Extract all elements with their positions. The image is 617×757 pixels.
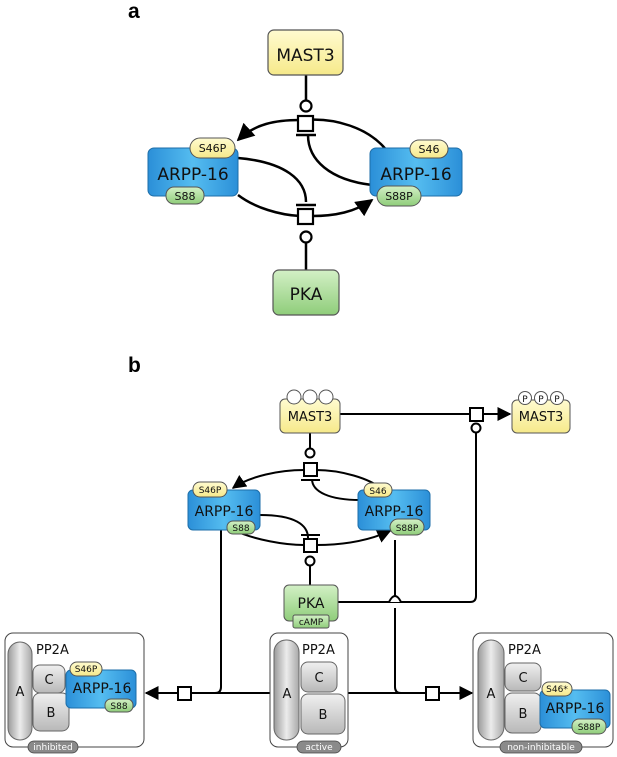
svg-text:ARPP-16: ARPP-16: [157, 165, 228, 185]
svg-text:PP2A: PP2A: [302, 643, 335, 658]
pka-node-b: PKA cAMP: [283, 584, 339, 629]
svg-text:S46: S46: [419, 143, 440, 156]
svg-text:S88P: S88P: [578, 723, 601, 733]
svg-text:PKA: PKA: [298, 596, 325, 612]
catalysis-circle: [470, 422, 482, 434]
svg-text:S46P: S46P: [75, 665, 98, 675]
svg-text:ARPP-16: ARPP-16: [73, 681, 132, 697]
svg-text:S88: S88: [110, 702, 127, 712]
svg-text:B: B: [519, 707, 528, 722]
process-node: [425, 686, 440, 701]
svg-text:S46P: S46P: [199, 142, 227, 155]
state-badge: inhibited: [33, 743, 72, 753]
mast3-node: MAST3: [267, 29, 344, 76]
svg-text:S88: S88: [175, 190, 196, 203]
svg-text:cAMP: cAMP: [299, 618, 324, 628]
catalysis-circle: [304, 555, 316, 567]
state-badge: active: [305, 743, 333, 753]
svg-text:MAST3: MAST3: [288, 410, 333, 425]
svg-text:B: B: [319, 708, 328, 723]
arpp16-right-node: ARPP-16 S46 S88P: [369, 139, 463, 207]
state-badge: non-inhibitable: [507, 743, 575, 753]
process-node: [177, 686, 192, 701]
process-node: [469, 407, 484, 422]
svg-text:A: A: [487, 687, 496, 702]
svg-text:B: B: [47, 706, 56, 721]
panel-a-arcs: [236, 75, 392, 270]
svg-text:S46: S46: [369, 487, 386, 497]
pp2a-non-inhibitable-complex: PP2A A C B ARPP-16 S46* S88P non-inhibit…: [472, 632, 614, 754]
svg-text:PKA: PKA: [290, 285, 323, 305]
svg-text:C: C: [44, 673, 53, 688]
catalysis-circle: [299, 99, 313, 113]
svg-text:ARPP-16: ARPP-16: [195, 504, 254, 520]
svg-text:A: A: [283, 687, 292, 702]
panel-a-label: a: [128, 0, 140, 23]
process-node: [303, 462, 318, 477]
svg-text:C: C: [314, 671, 323, 686]
process-node: [296, 207, 315, 226]
svg-text:MAST3: MAST3: [276, 46, 334, 66]
process-node: [296, 114, 315, 133]
process-node: [303, 538, 318, 553]
panel-b-label: b: [128, 354, 141, 377]
mast3-phosphorylated-node: MAST3 P P P: [511, 391, 571, 434]
svg-text:S88P: S88P: [396, 524, 419, 534]
pp2a-inhibited-complex: PP2A A C B ARPP-16 S46P S88 inhibited: [4, 632, 145, 754]
svg-text:P: P: [554, 395, 560, 405]
pka-node: PKA: [272, 269, 340, 316]
svg-text:S88: S88: [232, 524, 249, 534]
mast3-unphosphorylated-node: MAST3: [279, 389, 341, 434]
pp2a-active-complex: PP2A A C B active: [269, 632, 349, 754]
svg-text:MAST3: MAST3: [519, 410, 564, 425]
svg-text:S46P: S46P: [199, 486, 222, 496]
svg-text:P: P: [522, 395, 528, 405]
svg-text:ARPP-16: ARPP-16: [546, 701, 605, 717]
svg-text:C: C: [518, 671, 527, 686]
svg-text:ARPP-16: ARPP-16: [365, 504, 424, 520]
svg-text:S88P: S88P: [385, 190, 413, 203]
catalysis-circle: [304, 447, 316, 459]
svg-text:P: P: [538, 395, 544, 405]
arpp16-right-node-b: ARPP-16 S46 S88P: [357, 482, 431, 536]
arpp16-left-node-b: ARPP-16 S46P S88: [187, 481, 261, 535]
svg-text:A: A: [16, 685, 25, 700]
svg-text:S46*: S46*: [546, 685, 568, 695]
svg-text:PP2A: PP2A: [36, 643, 69, 658]
arpp16-left-node: ARPP-16 S46P S88: [147, 137, 239, 205]
svg-text:ARPP-16: ARPP-16: [380, 165, 451, 185]
svg-text:PP2A: PP2A: [508, 643, 541, 658]
catalysis-circle: [299, 230, 313, 244]
